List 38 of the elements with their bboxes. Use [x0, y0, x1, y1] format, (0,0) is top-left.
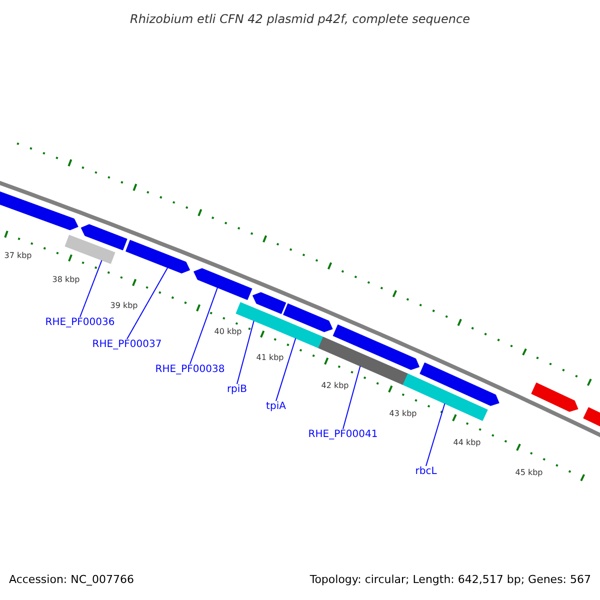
leader-line: [276, 338, 296, 402]
gene-label: RHE_PF00037: [92, 339, 162, 351]
scale-label: 38 kbp: [52, 274, 80, 286]
leader-line: [80, 260, 102, 318]
gene-feature: [402, 374, 488, 421]
gene-feature: [80, 224, 128, 250]
scale-label: 45 kbp: [515, 467, 543, 479]
leader-line: [126, 267, 168, 340]
leader-line: [236, 320, 254, 384]
gene-label: RHE_PF00041: [308, 429, 378, 441]
scale-label: 39 kbp: [110, 300, 138, 312]
scale-label: 41 kbp: [256, 352, 284, 364]
summary-text: Topology: circular; Length: 642,517 bp; Genes: 567: [310, 572, 591, 588]
scale-label: 43 kbp: [389, 408, 417, 420]
leader-line: [190, 287, 218, 364]
gene-label: tpiA: [266, 401, 286, 413]
gene-feature: [126, 240, 190, 274]
scale-label: 42 kbp: [321, 380, 349, 392]
leader-line: [426, 402, 446, 466]
gene-label: rbcL: [415, 466, 437, 478]
gene-feature: [268, 316, 324, 348]
leader-line: [342, 366, 361, 430]
title: Rhizobium etli CFN 42 plasmid p42f, complete sequence: [130, 11, 470, 28]
scale-label: 37 kbp: [4, 250, 32, 262]
gene-feature: [531, 382, 578, 412]
gene-feature: [252, 292, 286, 314]
gene-label: RHE_PF00038: [155, 364, 225, 376]
gene-label: RHE_PF00036: [45, 317, 115, 329]
accession-text: Accession: NC_007766: [9, 572, 134, 588]
gene-feature: [194, 268, 252, 300]
scale-label: 40 kbp: [214, 326, 242, 338]
gene-label: rpiB: [226, 384, 248, 396]
gene-feature: [420, 362, 500, 406]
scale-label: 44 kbp: [453, 437, 481, 449]
gene-feature: [64, 234, 116, 264]
gene-feature: [236, 302, 274, 328]
gene-feature: [332, 324, 420, 370]
gene-feature: [283, 303, 333, 332]
